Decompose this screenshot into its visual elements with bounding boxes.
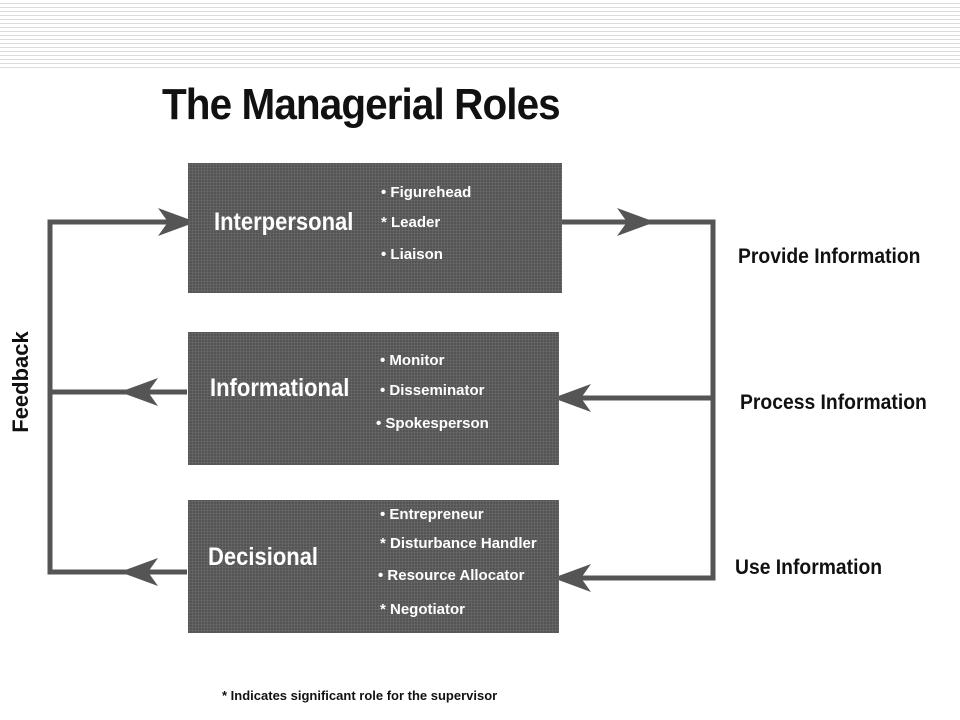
arrow-decisional-feedback bbox=[120, 558, 158, 586]
role-item-disseminator: • Disseminator bbox=[380, 382, 485, 399]
footnote: * Indicates significant role for the sup… bbox=[222, 688, 498, 703]
role-name-interpersonal: Interpersonal bbox=[214, 208, 354, 236]
feedback-connector-line bbox=[47, 219, 187, 575]
role-item-disturbance-handler: * Disturbance Handler bbox=[380, 535, 537, 552]
arrow-into-decisional bbox=[553, 564, 591, 592]
role-item-resource-allocator: • Resource Allocator bbox=[378, 567, 525, 584]
role-item-liaison: • Liaison bbox=[381, 246, 443, 263]
role-item-figurehead: • Figurehead bbox=[381, 184, 472, 201]
arrow-into-interpersonal bbox=[158, 208, 196, 236]
arrow-informational-feedback bbox=[120, 378, 158, 406]
provide-information-label: Provide Information bbox=[738, 245, 921, 268]
role-item-entrepreneur: • Entrepreneur bbox=[380, 506, 484, 523]
process-information-label: Process Information bbox=[740, 391, 927, 414]
interpersonal-role-box: Interpersonal • Figurehead * Leader • Li… bbox=[188, 163, 562, 293]
feedback-label: Feedback bbox=[8, 331, 33, 433]
role-name-informational: Informational bbox=[210, 374, 350, 402]
role-name-decisional: Decisional bbox=[208, 543, 319, 571]
decisional-role-box: Decisional • Entrepreneur * Disturbance … bbox=[188, 500, 559, 633]
role-item-spokesperson: • Spokesperson bbox=[376, 415, 489, 432]
informational-role-box: Informational • Monitor • Disseminator •… bbox=[188, 332, 559, 465]
use-information-label: Use Information bbox=[735, 556, 883, 579]
role-item-leader: * Leader bbox=[381, 214, 441, 231]
diagram-title: The Managerial Roles bbox=[162, 80, 561, 129]
role-item-negotiator: * Negotiator bbox=[380, 601, 466, 618]
arrow-provide-information bbox=[617, 208, 655, 236]
role-item-monitor: • Monitor bbox=[380, 352, 445, 369]
arrow-into-informational bbox=[553, 384, 591, 412]
header-stripes bbox=[0, 0, 960, 68]
